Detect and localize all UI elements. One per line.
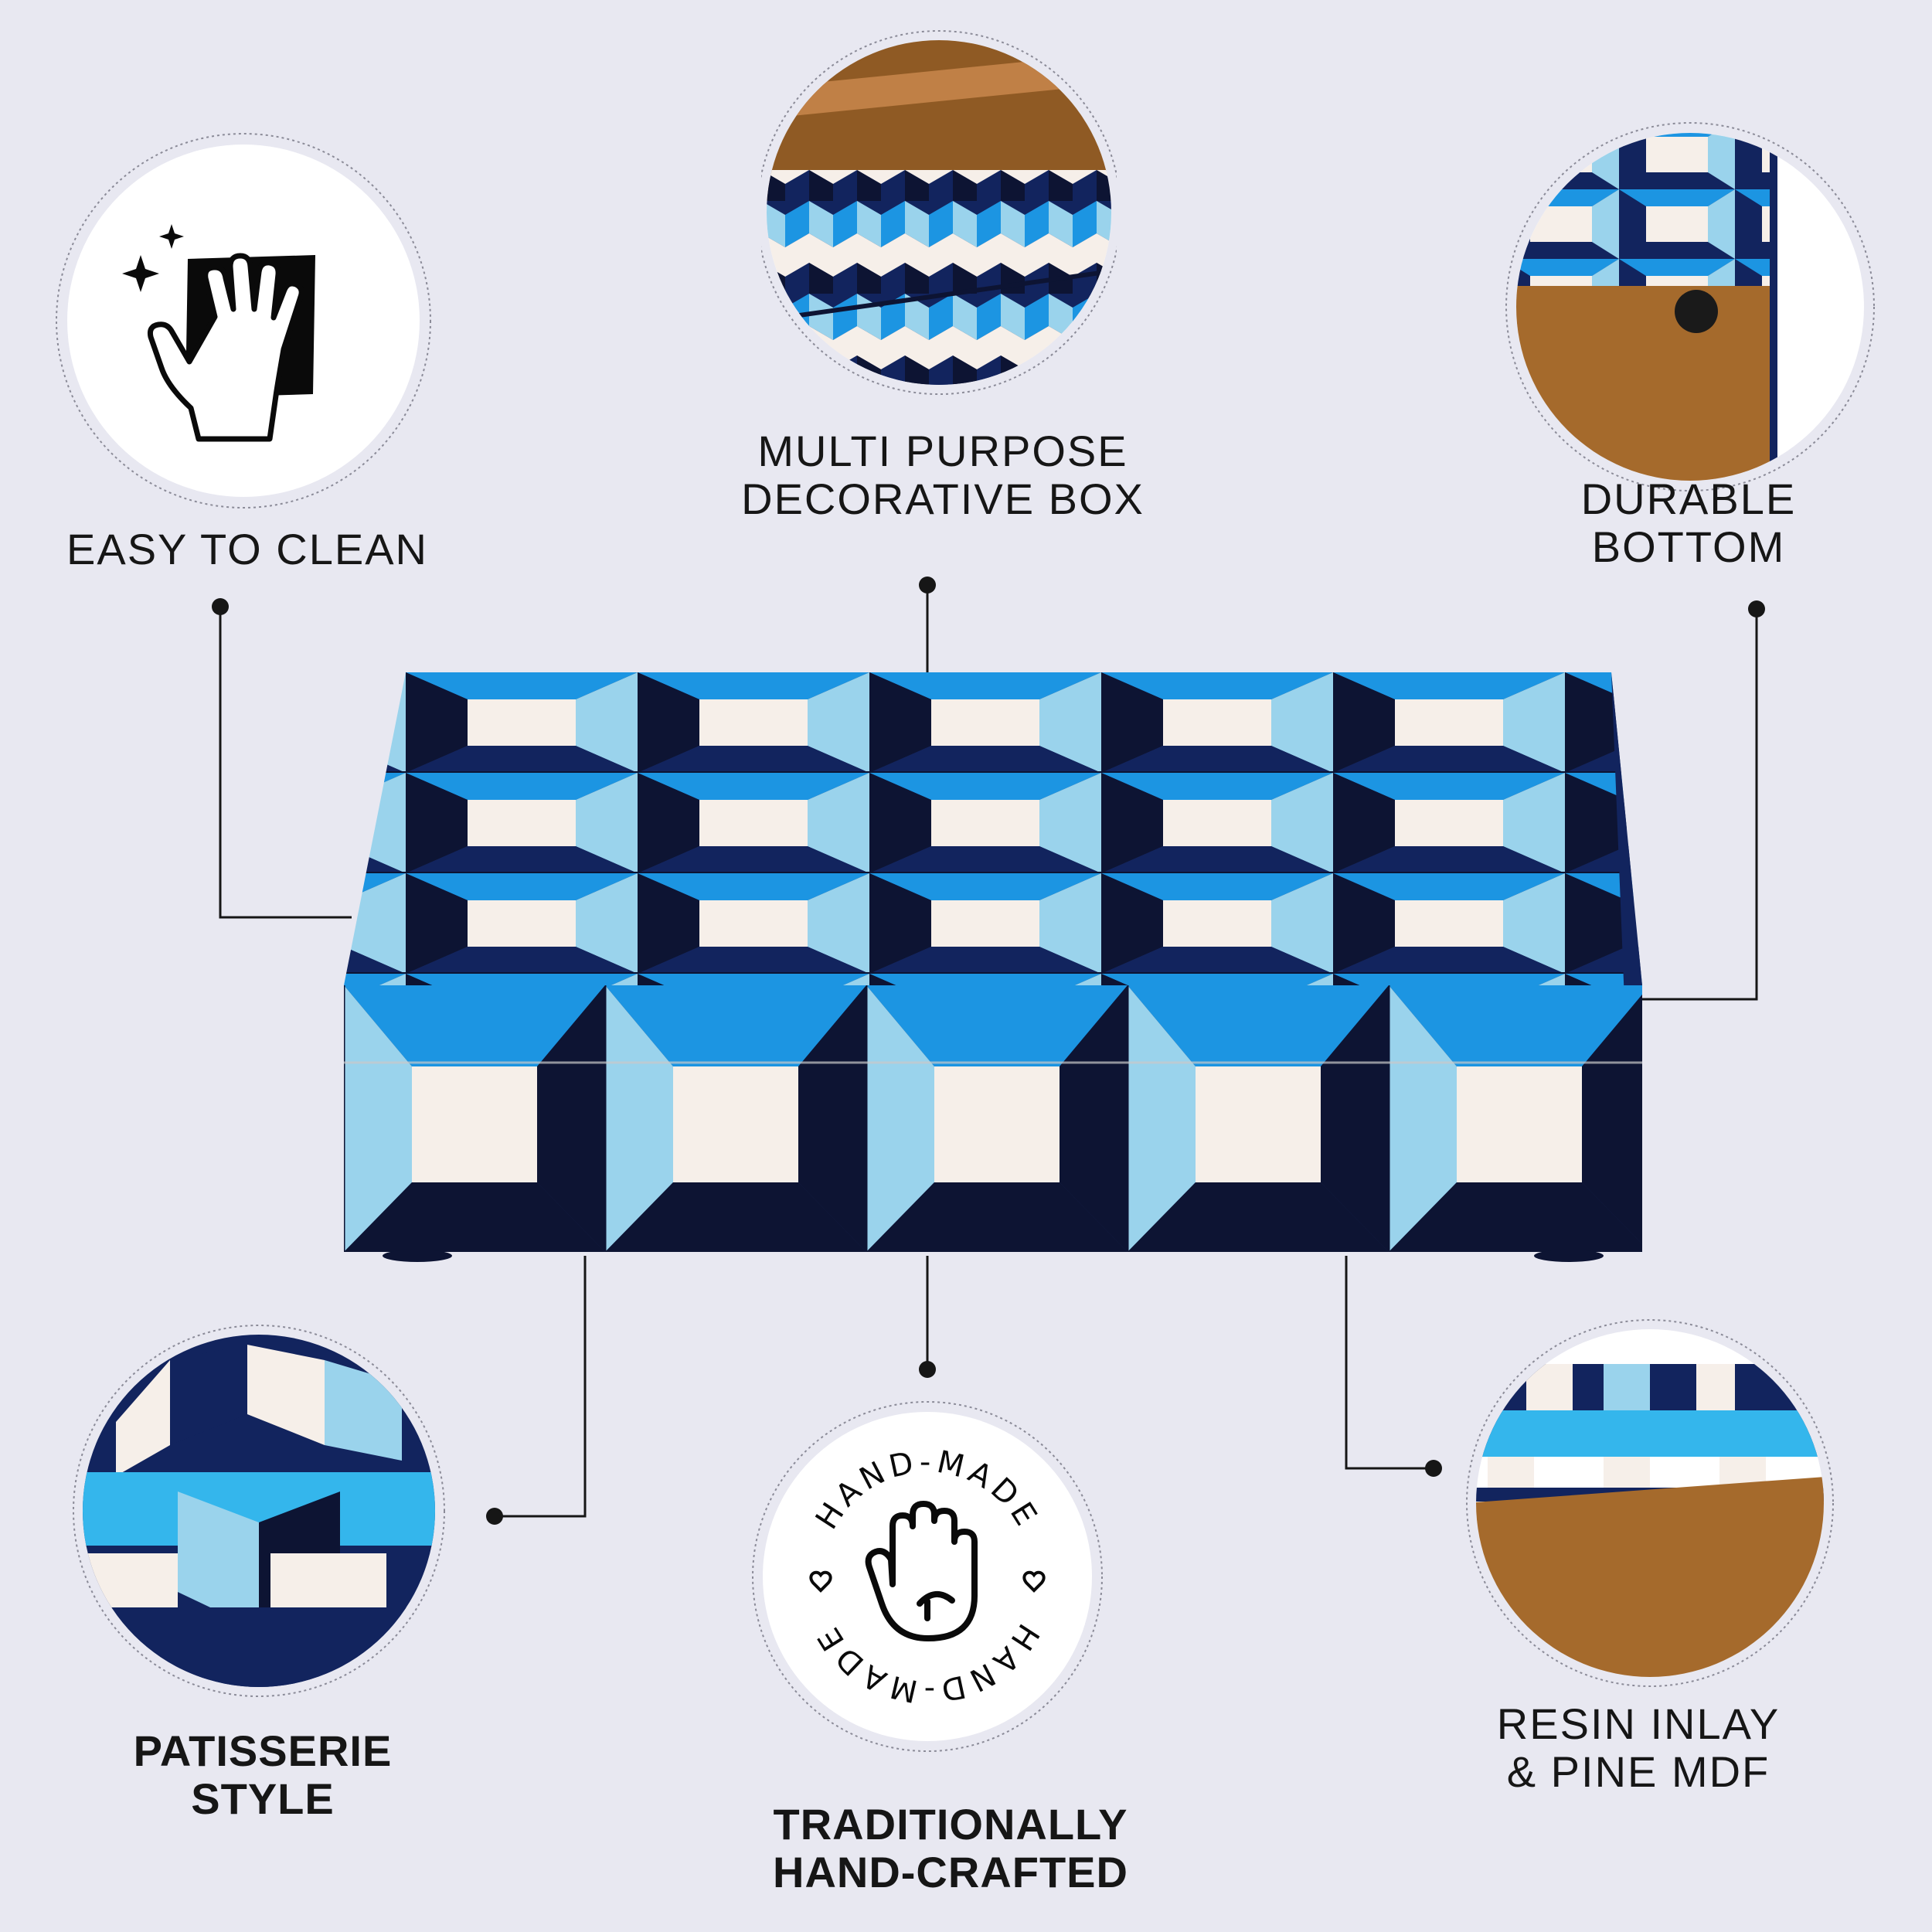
connector-dot [919,1361,936,1378]
hand-wipe-icon [122,224,315,442]
connector-easy-clean [219,607,352,919]
connector-dot [919,577,936,594]
patisserie-label: PATISSERIE STYLE [70,1727,456,1823]
label-line: MULTI PURPOSE [757,427,1128,475]
resin-inlay-label: RESIN INLAY & PINE MDF [1437,1700,1839,1796]
label-line: STYLE [191,1774,335,1823]
durable-bottom-label: DURABLE BOTTOM [1515,475,1862,571]
label-line: BOTTOM [1591,522,1786,571]
label-line: DURABLE [1580,474,1797,523]
hand-crafted-label: TRADITIONALLY HAND-CRAFTED [696,1801,1206,1896]
label-line: DECORATIVE BOX [741,474,1145,523]
label-line: & PINE MDF [1506,1747,1770,1796]
hand-made-circle: HAND-MADE HAND-MADE [752,1401,1103,1752]
connector-dot [212,598,229,615]
label-line: TRADITIONALLY [773,1800,1128,1849]
easy-clean-circle [56,133,431,509]
label-line: EASY TO CLEAN [66,525,428,573]
heart-icon [809,1570,1046,1593]
connector-resin-inlay [1345,1256,1434,1470]
label-line: HAND-CRAFTED [773,1848,1128,1896]
easy-clean-label: EASY TO CLEAN [46,526,448,573]
patisserie-circle [73,1325,445,1697]
resin-inlay-circle [1466,1319,1834,1687]
connector-dot [1425,1460,1442,1477]
connector-dot [486,1508,503,1525]
connector-durable-bottom [1638,609,1758,1001]
palm-hand-icon [865,1501,978,1641]
multi-purpose-circle [761,30,1117,395]
connector-dot [1748,600,1765,617]
connector-patisserie [495,1256,587,1518]
label-line: PATISSERIE [133,1726,393,1775]
multi-purpose-label: MULTI PURPOSE DECORATIVE BOX [696,427,1190,523]
label-line: RESIN INLAY [1496,1699,1781,1748]
durable-bottom-circle [1505,122,1875,492]
